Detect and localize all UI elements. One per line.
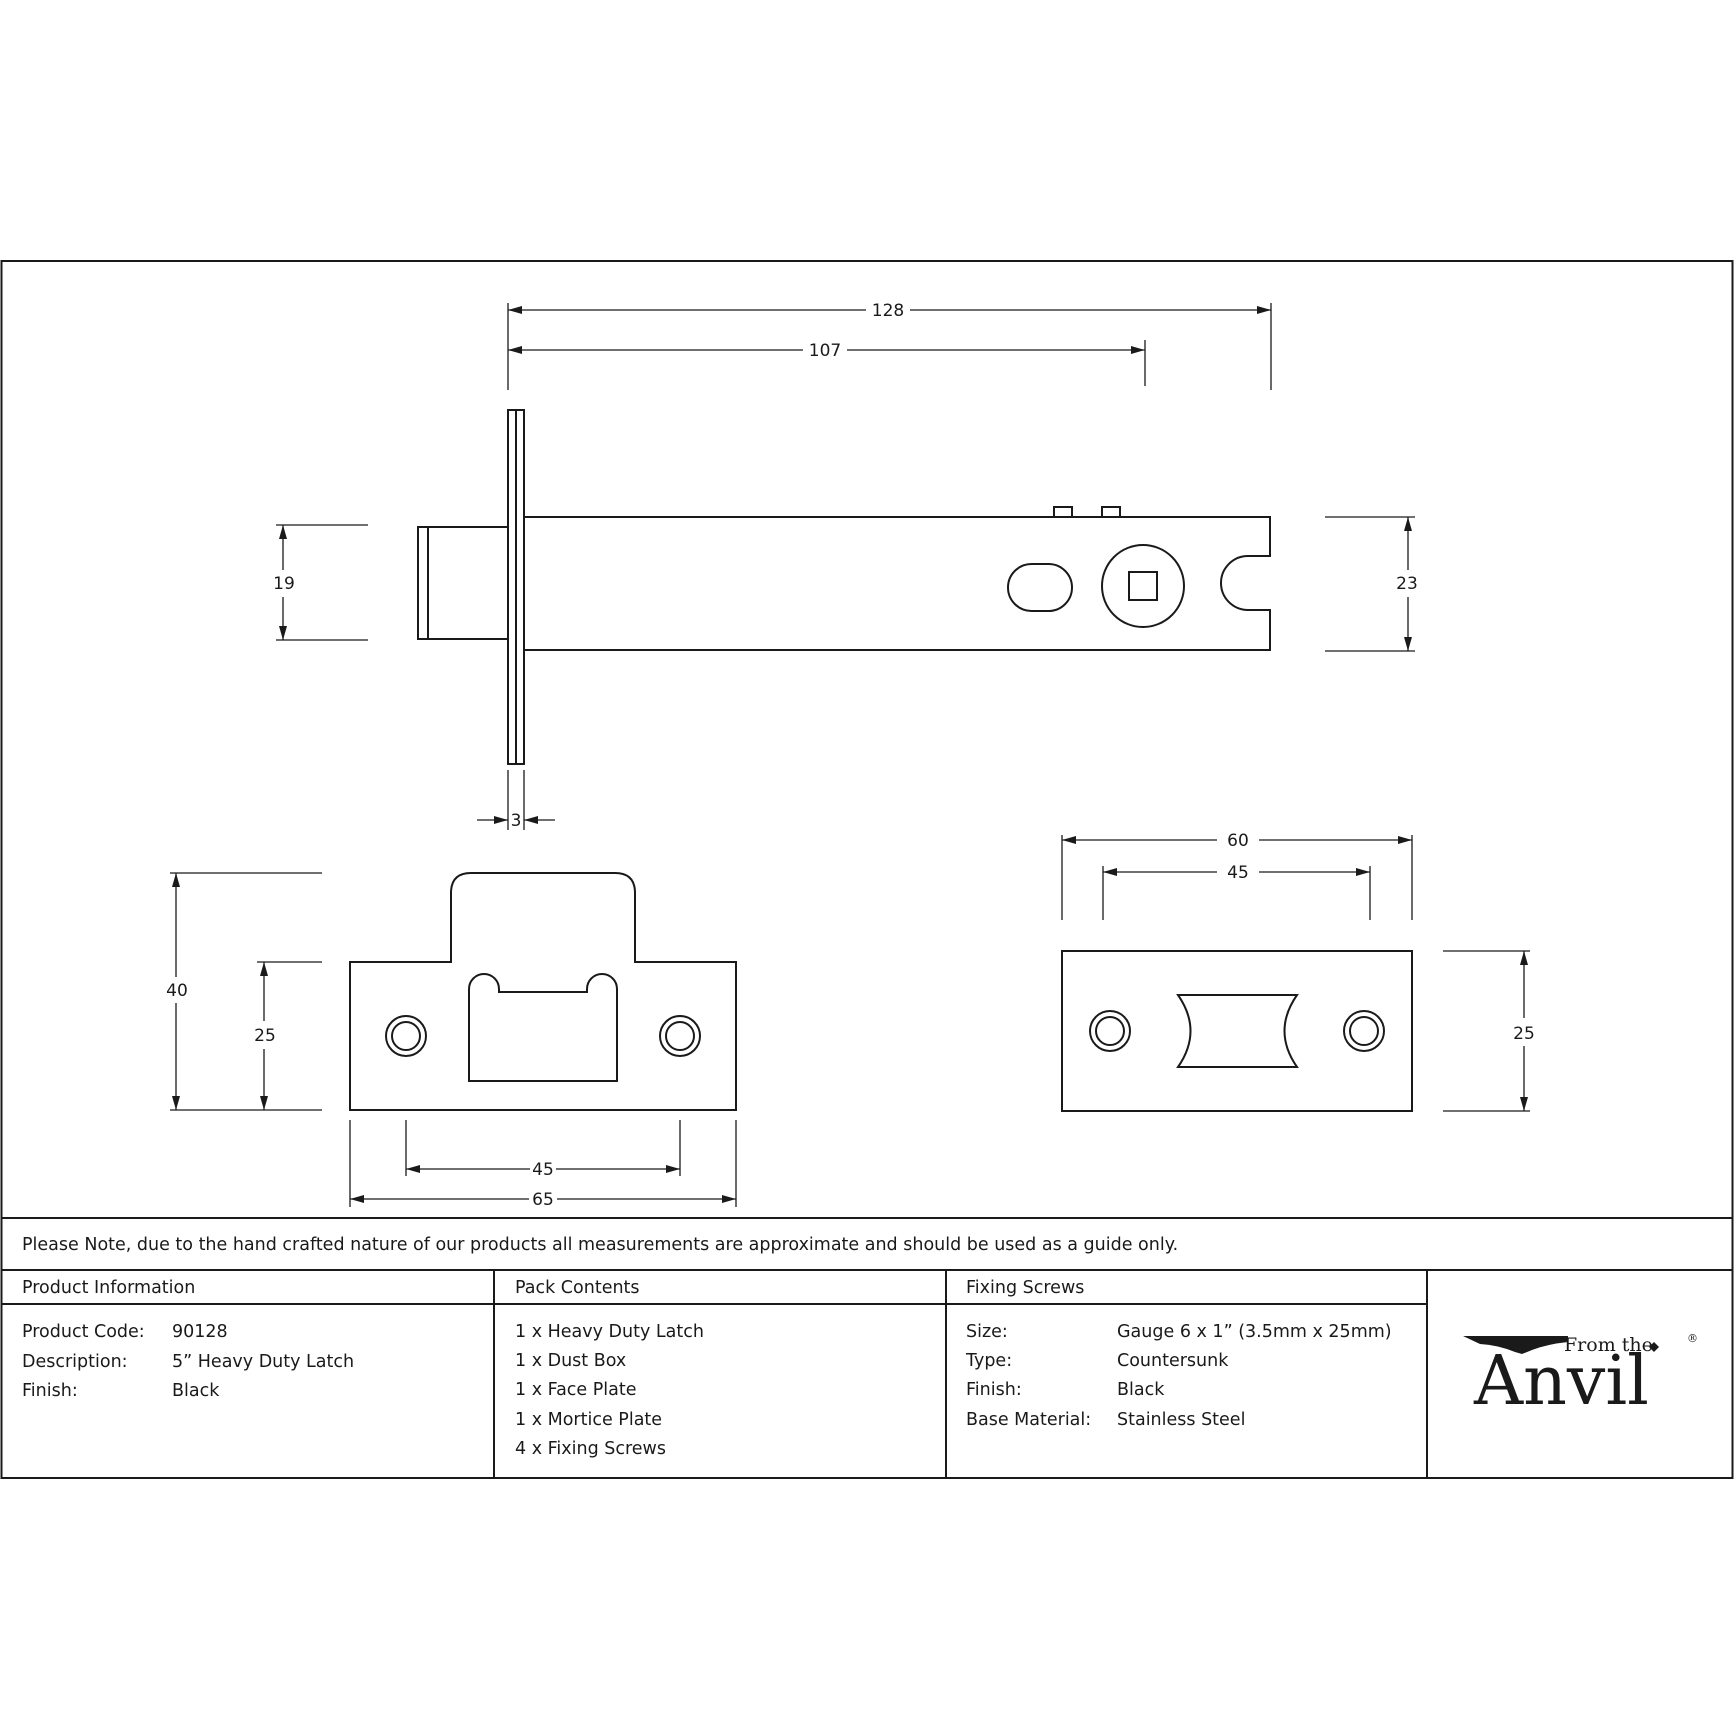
dim-label-65: 65: [532, 1190, 554, 1210]
dimension-forend-thickness: 3: [477, 770, 555, 831]
dimension-overall-length: 128: [507, 301, 1272, 390]
forend-plate-view: [1061, 950, 1413, 1112]
dimension-forend-hole-spacing: 45: [1102, 863, 1371, 920]
dim-label-60: 60: [1227, 831, 1249, 851]
logo-from-the: From the: [1564, 1334, 1653, 1356]
description-value: 5” Heavy Duty Latch: [172, 1352, 354, 1372]
screw-size-label: Size:: [966, 1322, 1008, 1342]
fixing-screws-heading: Fixing Screws: [966, 1278, 1084, 1298]
diamond-icon: [1649, 1342, 1659, 1352]
dim-label-25-striker: 25: [254, 1026, 276, 1046]
screw-finish-label: Finish:: [966, 1380, 1022, 1400]
dim-label-23: 23: [1396, 574, 1418, 594]
dim-label-45-striker: 45: [532, 1160, 554, 1180]
screw-type-value: Countersunk: [1117, 1351, 1229, 1371]
disclaimer-note: Please Note, due to the hand crafted nat…: [22, 1235, 1178, 1255]
screw-material-label: Base Material:: [966, 1410, 1091, 1430]
finish-label: Finish:: [22, 1381, 78, 1401]
anvil-silhouette-icon: [1463, 1336, 1568, 1354]
drawing-frame: [0, 260, 1734, 1479]
pack-item: 1 x Face Plate: [515, 1380, 637, 1400]
screw-material-value: Stainless Steel: [1117, 1410, 1245, 1430]
dimension-case-height: 23: [1325, 516, 1418, 652]
logo-anvil: Anvil: [1473, 1342, 1649, 1421]
dimension-forend-height: 25: [1443, 950, 1535, 1112]
dimension-striker-height: 40: [166, 872, 322, 1111]
dim-label-25-forend: 25: [1513, 1024, 1535, 1044]
striker-plate-view: [349, 872, 737, 1111]
screw-finish-value: Black: [1117, 1380, 1165, 1400]
dim-label-40: 40: [166, 981, 188, 1001]
dim-label-3: 3: [511, 811, 522, 831]
dimension-striker-plate-height: 25: [254, 961, 322, 1110]
dim-label-107: 107: [809, 341, 841, 361]
pack-item: 1 x Dust Box: [515, 1351, 626, 1371]
pack-item: 4 x Fixing Screws: [515, 1439, 666, 1459]
dimension-striker-hole-spacing: 45: [405, 1120, 681, 1180]
anvil-logo: From the Anvil ®: [1463, 1332, 1698, 1421]
dim-label-19: 19: [273, 574, 295, 594]
dimension-forend-width: 60: [1061, 831, 1413, 920]
pack-item: 1 x Heavy Duty Latch: [515, 1322, 704, 1342]
screw-type-label: Type:: [965, 1351, 1012, 1371]
dimension-striker-width: 65: [349, 1120, 737, 1210]
finish-value: Black: [172, 1381, 220, 1401]
product-info-heading: Product Information: [22, 1278, 195, 1298]
product-code-value: 90128: [172, 1322, 228, 1342]
logo-registered-mark: ®: [1687, 1332, 1698, 1345]
dimension-latch-height: 19: [273, 524, 368, 641]
screw-size-value: Gauge 6 x 1” (3.5mm x 25mm): [1117, 1322, 1392, 1342]
pack-contents-heading: Pack Contents: [515, 1278, 640, 1298]
dimension-backset: 107: [508, 340, 1146, 386]
latch-side-view: [417, 409, 1271, 765]
description-label: Description:: [22, 1352, 128, 1372]
pack-item: 1 x Mortice Plate: [515, 1410, 662, 1430]
dim-label-45-forend: 45: [1227, 863, 1249, 883]
info-table: Please Note, due to the hand crafted nat…: [1, 1217, 1733, 1478]
dim-label-128: 128: [872, 301, 904, 321]
product-code-label: Product Code:: [22, 1322, 145, 1342]
